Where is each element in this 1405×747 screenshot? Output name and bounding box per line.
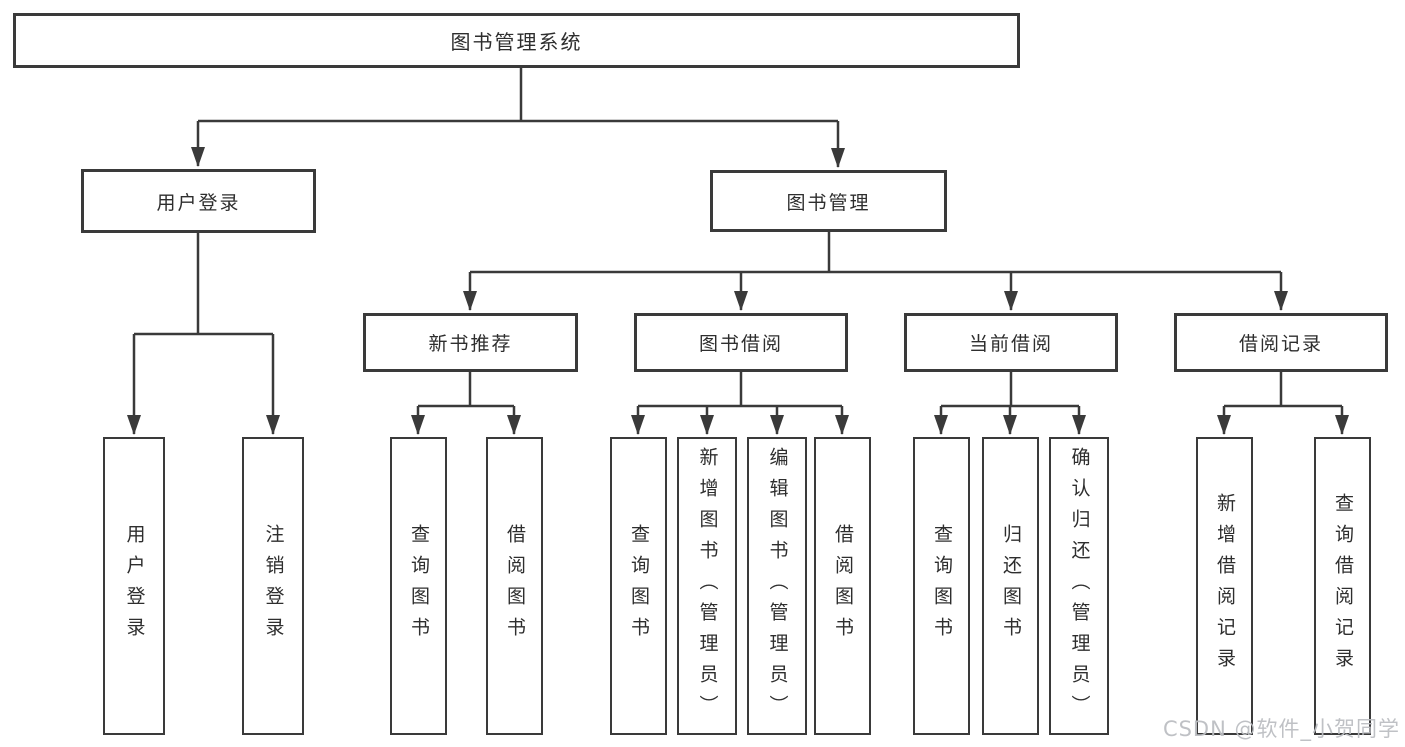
leaf-label: 编辑图书（管理员） [766,446,789,726]
node-borrowing-records: 借阅记录 [1174,313,1388,372]
connector-line [941,371,1079,408]
leaf-logout: 注销登录 [242,437,304,735]
connector-line [418,371,514,408]
node-label: 借阅记录 [1238,333,1323,355]
node-new-book-recommend: 新书推荐 [363,313,578,372]
leaf-label: 借阅图书 [832,524,854,648]
leaf-label: 查询图书 [931,524,953,648]
leaf-label: 用户登录 [123,524,146,648]
node-book-borrowing: 图书借阅 [634,313,848,372]
leaf-query-books-recommend: 查询图书 [390,437,447,735]
connector-line [198,68,838,123]
leaf-label: 归还图书 [1000,524,1022,648]
leaf-query-borrow-record: 查询借阅记录 [1314,437,1371,735]
leaf-label: 新增借阅记录 [1214,493,1236,679]
node-user-login: 用户登录 [81,169,316,233]
leaf-label: 查询借阅记录 [1332,493,1354,679]
node-label: 图书借阅 [698,333,783,355]
leaf-confirm-return-admin: 确认归还（管理员） [1049,437,1109,735]
node-label: 图书管理 [786,191,871,214]
leaf-borrow-books: 借阅图书 [814,437,871,735]
leaf-borrow-books-recommend: 借阅图书 [486,437,543,735]
node-label: 用户登录 [156,191,241,214]
leaf-label: 借阅图书 [504,524,526,648]
node-library-management-system: 图书管理系统 [13,13,1020,68]
leaf-label: 确认归还（管理员） [1068,446,1091,726]
leaf-add-borrow-record: 新增借阅记录 [1196,437,1253,735]
leaf-add-books-admin: 新增图书（管理员） [677,437,737,735]
node-book-management: 图书管理 [710,170,947,232]
node-label: 当前借阅 [968,333,1053,355]
node-label: 图书管理系统 [450,30,583,54]
connector-line [1224,371,1342,408]
leaf-label: 查询图书 [628,524,650,648]
leaf-label: 新增图书（管理员） [696,446,719,726]
leaf-query-books-borrowing: 查询图书 [610,437,667,735]
leaf-query-books-current: 查询图书 [913,437,970,735]
leaf-label: 注销登录 [262,524,285,648]
connector-line [134,232,273,336]
leaf-return-books: 归还图书 [982,437,1039,735]
connector-line [470,232,1281,274]
leaf-user-login: 用户登录 [103,437,165,735]
leaf-edit-books-admin: 编辑图书（管理员） [747,437,807,735]
node-current-borrowing: 当前借阅 [904,313,1118,372]
connector-line [638,371,842,408]
leaf-label: 查询图书 [408,524,430,648]
node-label: 新书推荐 [428,333,513,355]
